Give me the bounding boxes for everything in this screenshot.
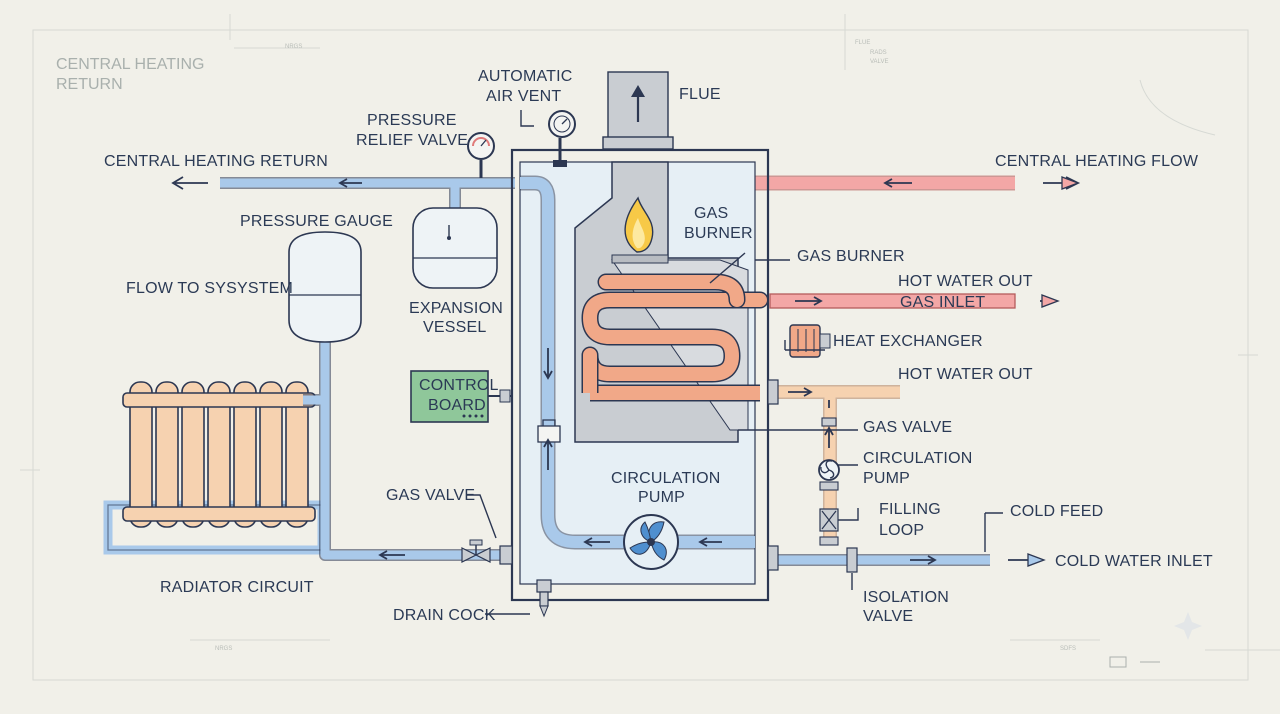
ch-flow-label: CENTRAL HEATING FLOW — [995, 153, 1199, 170]
frame-box-icon — [1109, 656, 1127, 668]
circulation-pump-center-label-1: CIRCULATION — [611, 470, 720, 487]
leader-lines — [466, 110, 1003, 615]
pressure-relief-label-1: PRESSURE — [367, 112, 457, 129]
air-vent-gauge-icon — [548, 110, 576, 167]
circulation-pump-right-label-2: PUMP — [863, 470, 910, 487]
gas-burner-inner-2: BURNER — [684, 225, 753, 242]
corner-title: CENTRAL HEATING — [56, 56, 204, 73]
auto-air-vent-label-2: AIR VENT — [486, 88, 561, 105]
outlet-arrows — [1041, 176, 1080, 308]
isolation-valve-label-1: ISOLATION — [863, 589, 949, 606]
gas-burner-label: GAS BURNER — [797, 248, 905, 265]
svg-text:NRGS: NRGS — [215, 646, 232, 652]
svg-text:VALVE: VALVE — [870, 59, 888, 65]
pressure-relief-label-2: RELIEF VALVE — [356, 132, 468, 149]
filling-loop-label-1: FILLING — [879, 501, 941, 518]
control-board — [410, 370, 512, 423]
gauge-icon — [467, 132, 495, 178]
case-connectors — [767, 379, 779, 571]
cold-water-inlet-label: COLD WATER INLET — [1055, 553, 1213, 570]
sparkle-icon — [1174, 612, 1202, 640]
flame-icon — [624, 196, 654, 253]
corner-title-2: RETURN — [56, 76, 123, 93]
cold-outlet-arrow — [1027, 553, 1046, 567]
auto-air-vent-label-1: AUTOMATIC — [478, 68, 573, 85]
ch-return-label: CENTRAL HEATING RETURN — [104, 153, 328, 170]
radiator — [103, 381, 327, 555]
hot-water-out-label-1: HOT WATER OUT — [898, 273, 1033, 290]
flow-arrow-icon — [171, 176, 1081, 565]
diverter-valve — [537, 419, 561, 443]
circulation-pump-right-label-1: CIRCULATION — [863, 450, 972, 467]
hot-water-out-label-2: HOT WATER OUT — [898, 366, 1033, 383]
gas-valve-left-icon — [461, 539, 513, 565]
flue-label: FLUE — [679, 86, 721, 103]
right-valves — [818, 417, 858, 573]
circulation-pump-center-label-2: PUMP — [638, 489, 685, 506]
isolation-valve-label-2: VALVE — [863, 608, 913, 625]
control-board-label-2: BOARD — [428, 397, 486, 414]
heat-exchanger-label: HEAT EXCHANGER — [833, 333, 983, 350]
control-board-label-1: CONTROL — [419, 377, 499, 394]
flow-to-system-label: FLOW TO SYSYSTEM — [126, 280, 293, 297]
cold-feed-label: COLD FEED — [1010, 503, 1103, 520]
gas-valve-left-label: GAS VALVE — [386, 487, 475, 504]
heat-exchanger-icon — [789, 324, 831, 358]
filling-loop-label-2: LOOP — [879, 522, 924, 539]
radiator-circuit-label: RADIATOR CIRCUIT — [160, 579, 314, 596]
pressure-gauge-label: PRESSURE GAUGE — [240, 213, 393, 230]
cold-pipes — [220, 177, 990, 566]
pressure-gauge-vessel — [288, 231, 362, 343]
drain-cock — [536, 579, 552, 618]
pump-fan-icon — [623, 514, 679, 570]
svg-text:NRGS: NRGS — [285, 44, 302, 50]
drain-cock-label: DRAIN COCK — [393, 607, 496, 624]
expansion-vessel — [412, 207, 498, 289]
heat-exchanger-coil — [581, 273, 769, 402]
gas-valve-right-label: GAS VALVE — [863, 419, 952, 436]
gas-burner-inner-1: GAS — [694, 205, 728, 222]
svg-text:RADS: RADS — [870, 50, 887, 56]
expansion-vessel-label-2: VESSEL — [423, 319, 486, 336]
flue-duct — [602, 71, 674, 150]
blueprint-frame — [20, 14, 1280, 681]
gas-inlet-label: GAS INLET — [900, 294, 985, 311]
svg-text:SDFS: SDFS — [1060, 646, 1076, 652]
expansion-vessel-label-1: EXPANSION — [409, 300, 503, 317]
svg-text:FLUE: FLUE — [855, 40, 870, 46]
